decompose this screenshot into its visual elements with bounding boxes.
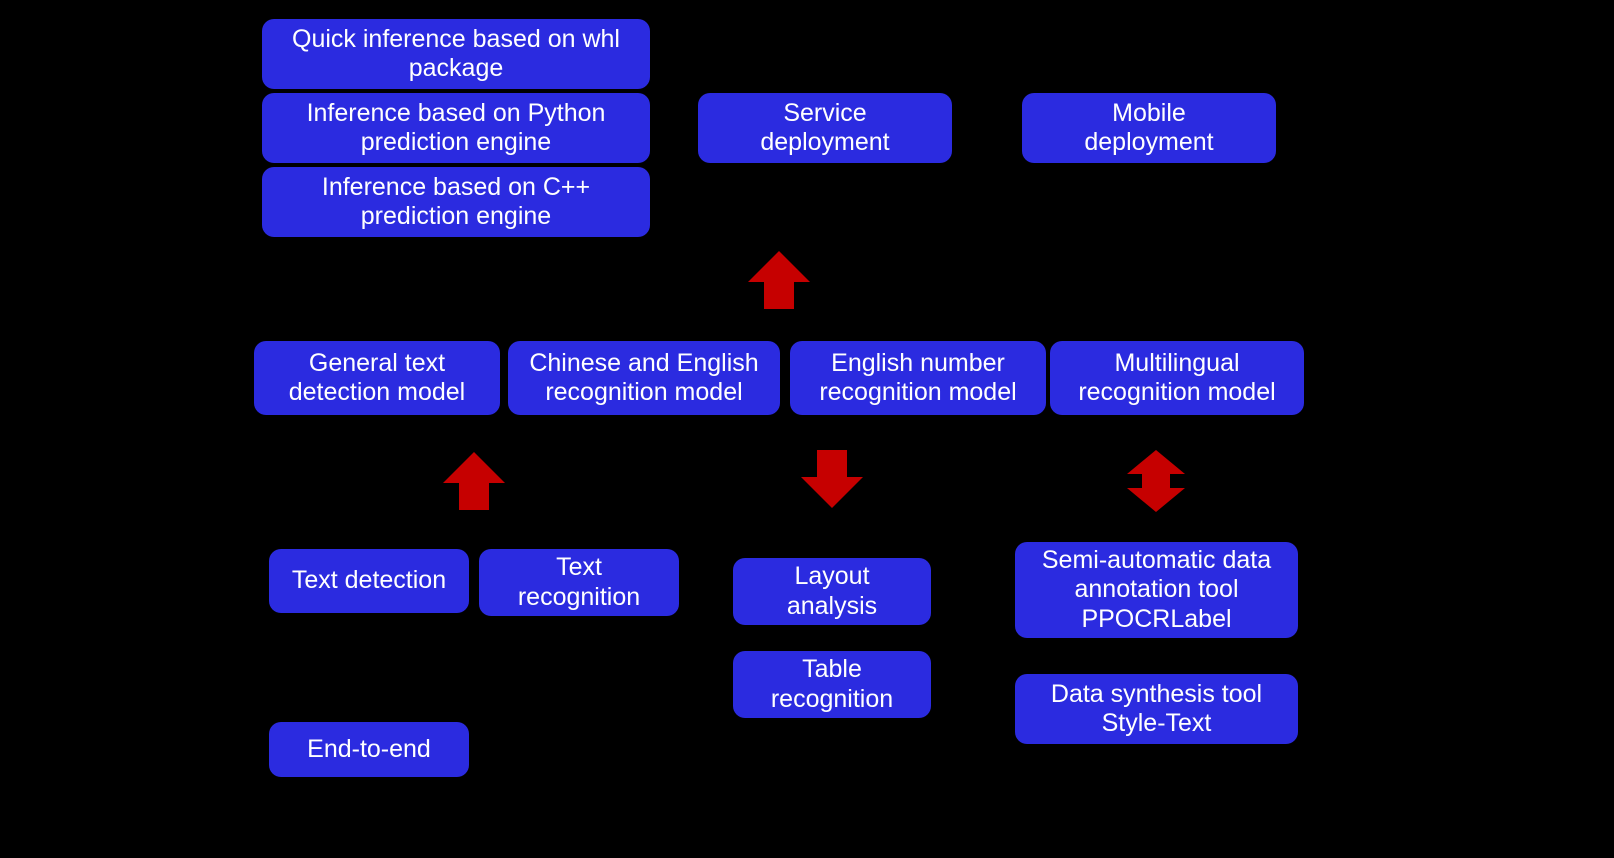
node-multilingual-recognition-model[interactable]: Multilingual recognition model bbox=[1050, 341, 1304, 415]
arrow-up-down-icon bbox=[1127, 450, 1185, 512]
node-table-recognition[interactable]: Table recognition bbox=[733, 651, 931, 718]
node-label: Chinese and English recognition model bbox=[529, 348, 759, 407]
node-label: Text detection bbox=[291, 566, 447, 595]
node-label: Mobile deployment bbox=[1084, 98, 1214, 157]
node-general-text-detection-model[interactable]: General text detection model bbox=[254, 341, 500, 415]
node-inference-cpp[interactable]: Inference based on C++ prediction engine bbox=[262, 167, 650, 237]
node-english-number-recognition-model[interactable]: English number recognition model bbox=[790, 341, 1046, 415]
node-label: Table recognition bbox=[770, 655, 894, 713]
arrow-up-icon bbox=[443, 452, 505, 510]
node-data-synthesis[interactable]: Data synthesis tool Style-Text bbox=[1015, 674, 1298, 744]
node-chinese-english-recognition-model[interactable]: Chinese and English recognition model bbox=[508, 341, 780, 415]
node-text-recognition[interactable]: Text recognition bbox=[479, 549, 679, 616]
node-layout-analysis[interactable]: Layout analysis bbox=[733, 558, 931, 625]
node-quick-inference-whl[interactable]: Quick inference based on whl package bbox=[262, 19, 650, 89]
arrow-down-icon bbox=[801, 450, 863, 508]
node-label: Text recognition bbox=[517, 553, 641, 611]
node-label: Data synthesis tool Style-Text bbox=[1050, 679, 1263, 738]
node-inference-python[interactable]: Inference based on Python prediction eng… bbox=[262, 93, 650, 163]
node-semi-automatic-annotation[interactable]: Semi-automatic data annotation tool PPOC… bbox=[1015, 542, 1298, 638]
node-mobile-deployment[interactable]: Mobile deployment bbox=[1022, 93, 1276, 163]
node-service-deployment[interactable]: Service deployment bbox=[698, 93, 952, 163]
node-label: General text detection model bbox=[288, 348, 466, 407]
node-label: Inference based on Python prediction eng… bbox=[306, 98, 606, 157]
node-text-detection[interactable]: Text detection bbox=[269, 549, 469, 613]
arrow-models-tools-bidirectional bbox=[1127, 450, 1185, 512]
node-label: Semi-automatic data annotation tool PPOC… bbox=[1041, 545, 1272, 633]
arrow-capabilities-to-models bbox=[443, 452, 505, 510]
node-label: End-to-end bbox=[307, 734, 431, 763]
node-label: Quick inference based on whl package bbox=[292, 24, 620, 83]
node-label: Inference based on C++ prediction engine bbox=[321, 172, 591, 231]
node-label: Service deployment bbox=[760, 98, 890, 157]
arrow-up-icon bbox=[748, 251, 810, 309]
node-label: Multilingual recognition model bbox=[1078, 348, 1276, 407]
arrow-models-to-deployment bbox=[748, 251, 810, 309]
node-label: Layout analysis bbox=[786, 562, 878, 620]
node-end-to-end[interactable]: End-to-end bbox=[269, 722, 469, 777]
node-label: English number recognition model bbox=[819, 348, 1017, 407]
arrow-models-to-document bbox=[801, 450, 863, 508]
